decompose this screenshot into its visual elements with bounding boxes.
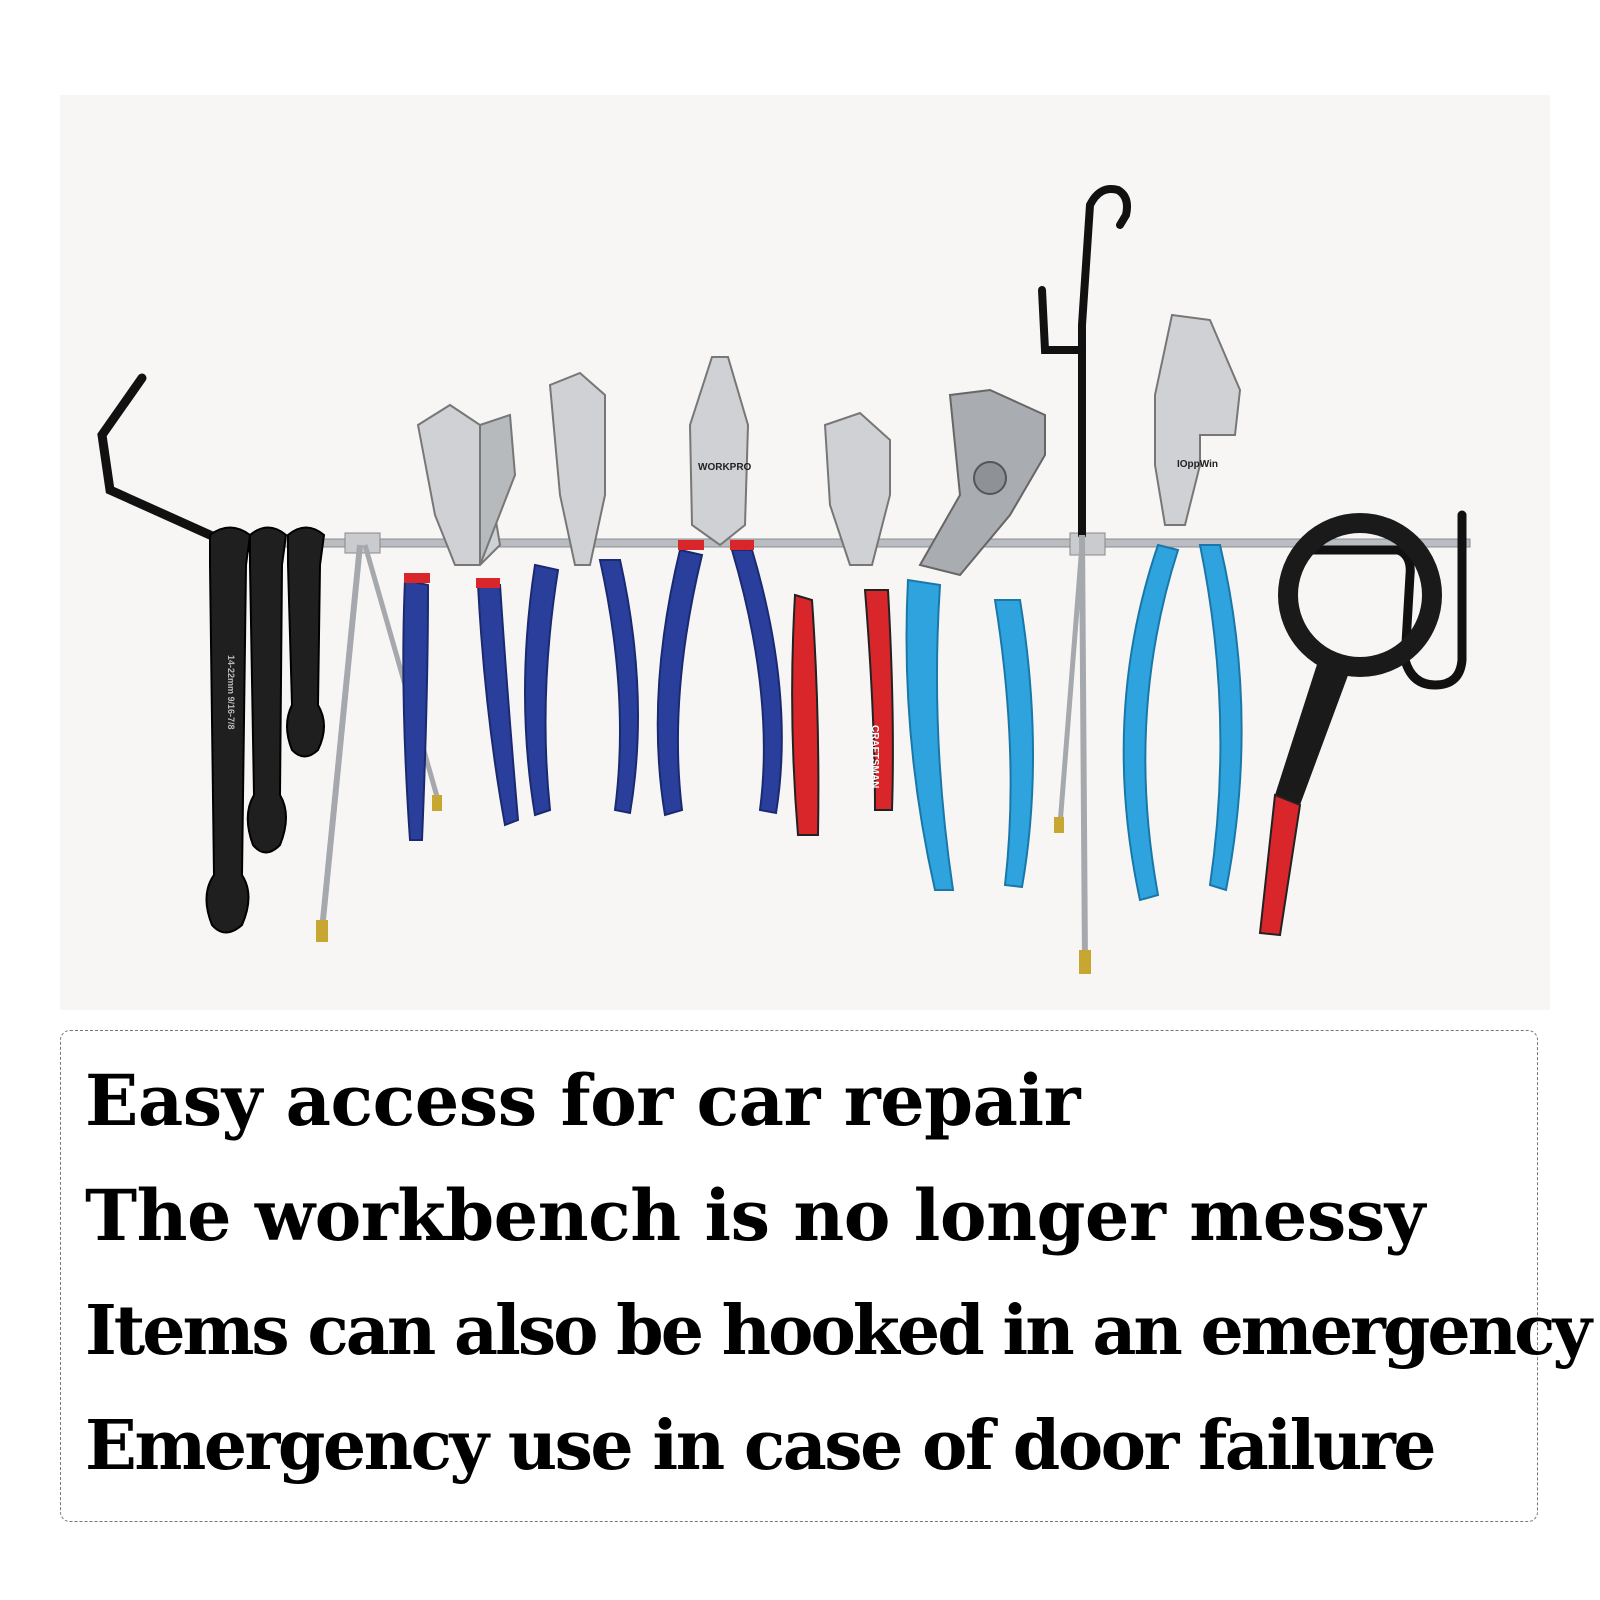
slip-joint-pliers-blue (524, 371, 639, 817)
caption-box: Easy access for car repair The workbench… (60, 1030, 1592, 1522)
caption-line-2: The workbench is no longer messy (85, 1174, 1425, 1257)
caption-line-1: Easy access for car repair (85, 1059, 1080, 1142)
left-hook (97, 373, 250, 555)
lineman-pliers-blue: WORKPRO (656, 356, 783, 817)
brand-workpro: WORKPRO (698, 462, 752, 473)
telescopic-leg (319, 544, 363, 931)
rod-connector-right (1069, 532, 1106, 556)
oil-filter-wrench (1258, 513, 1442, 937)
tall-hook (1078, 185, 1131, 539)
vertical-rod (1079, 534, 1088, 966)
groove-joint-pliers-blue (402, 403, 520, 841)
groove-joint-pliers-channellock (905, 388, 1046, 891)
svg-text:14-22mm 9/16-7/8: 14-22mm 9/16-7/8 (226, 655, 236, 730)
brand-ioppwin: IOppWin (1177, 459, 1218, 470)
tool-rack-illustration: 14-22mm 9/16-7/8 WORKPRO (97, 185, 1471, 974)
caption-line-3: Items can also be hooked in an emergency (85, 1291, 1592, 1371)
right-hook (1305, 510, 1467, 690)
combination-wrenches (205, 526, 326, 934)
rod-connector-left (344, 532, 381, 554)
glass-breaking-pliers-ioppwin: IOppWin (1122, 313, 1243, 902)
caption-line-4: Emergency use in case of door failure (85, 1406, 1437, 1486)
product-photo: 14-22mm 9/16-7/8 WORKPRO (60, 95, 1550, 1010)
groove-joint-pliers-craftsman: CRAFTSMAN (791, 411, 894, 836)
brand-craftsman: CRAFTSMAN (869, 725, 880, 788)
